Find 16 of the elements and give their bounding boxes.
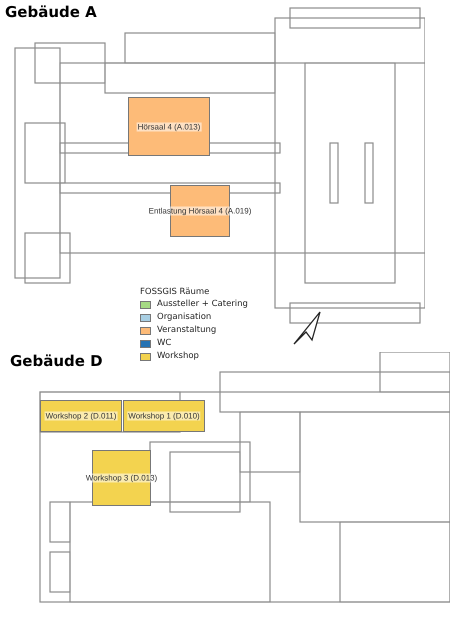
- legend-label: Veranstaltung: [157, 325, 216, 335]
- legend-label: Aussteller + Catering: [157, 299, 248, 309]
- legend-label: Workshop: [157, 351, 199, 361]
- room-area: [40, 400, 122, 432]
- room-area: [123, 400, 205, 432]
- room-label: Workshop 1 (D.010): [127, 412, 201, 420]
- legend-title: FOSSGIS Räume: [140, 287, 210, 297]
- room-label: Hörsaal 4 (A.013): [136, 122, 202, 131]
- building-heading: Gebäude D: [10, 352, 103, 370]
- room-label: Workshop 2 (D.011): [44, 412, 118, 420]
- legend-label: WC: [157, 338, 172, 348]
- building-heading: Gebäude A: [5, 3, 97, 21]
- legend-label: Organisation: [157, 312, 212, 322]
- room-label: Entlastung Hörsaal 4 (A.019): [148, 206, 252, 216]
- room-label: Workshop 3 (D.013): [84, 474, 158, 482]
- room-area: [128, 97, 210, 156]
